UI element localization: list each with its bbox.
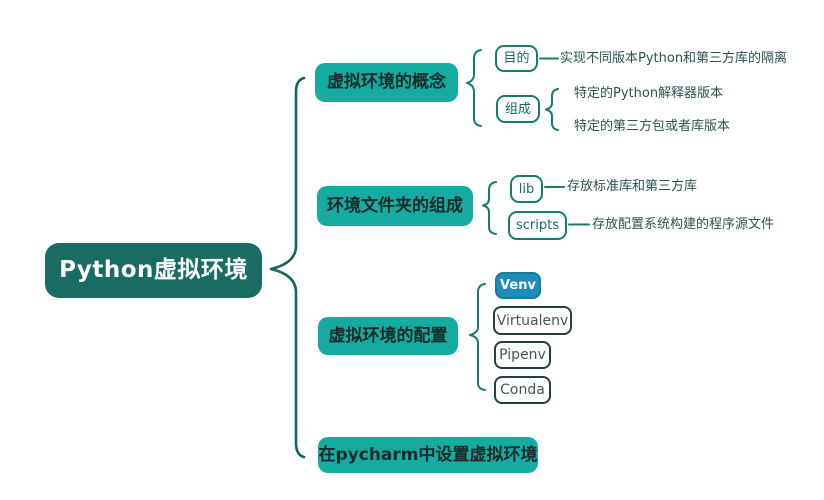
leaf-scripts-description[interactable]: 存放配置系统构建的程序源文件 xyxy=(592,217,775,232)
branch-node-concept[interactable]: 虚拟环境的概念 xyxy=(315,63,458,102)
root-brace xyxy=(269,76,306,459)
folder-children-brace xyxy=(482,181,497,235)
child-node-scripts[interactable]: scripts xyxy=(508,211,567,240)
leaf-composition-packages[interactable]: 特定的第三方包或者库版本 xyxy=(574,119,731,134)
branch-node-folder[interactable]: 环境文件夹的组成 xyxy=(317,186,473,226)
leaf-composition-interpreter[interactable]: 特定的Python解释器版本 xyxy=(574,86,724,101)
child-node-virtualenv[interactable]: Virtualenv xyxy=(493,306,572,335)
concept-children-brace xyxy=(466,49,482,127)
root-node[interactable]: Python虚拟环境 xyxy=(45,243,262,298)
branch-node-config[interactable]: 虚拟环境的配置 xyxy=(318,317,458,355)
child-node-conda[interactable]: Conda xyxy=(494,376,551,404)
branch-node-pycharm[interactable]: 在pycharm中设置虚拟环境 xyxy=(318,437,538,473)
child-node-purpose[interactable]: 目的 xyxy=(495,45,538,72)
composition-leaves-brace xyxy=(545,88,559,131)
leaf-lib-description[interactable]: 存放标准库和第三方库 xyxy=(567,179,698,194)
config-children-brace xyxy=(469,283,486,391)
child-node-composition[interactable]: 组成 xyxy=(496,95,540,123)
child-node-pipenv[interactable]: Pipenv xyxy=(494,341,551,369)
child-node-lib[interactable]: lib xyxy=(510,175,543,203)
child-node-venv[interactable]: Venv xyxy=(495,272,541,299)
leaf-purpose-isolation[interactable]: 实现不同版本Python和第三方库的隔离 xyxy=(560,51,788,66)
